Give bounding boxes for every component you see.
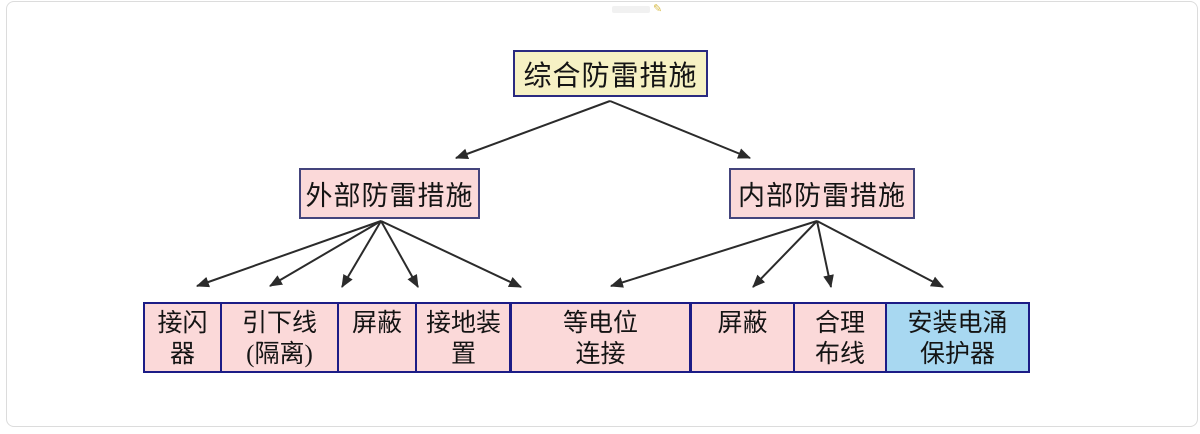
node-internal-measures: 内部防雷措施	[729, 168, 915, 219]
watermark-smudge	[612, 5, 650, 13]
node-reasonable-wiring: 合理 布线	[793, 302, 887, 373]
node-surge-protector: 安装电涌 保护器	[885, 302, 1030, 373]
watermark: ✎	[612, 2, 663, 15]
pencil-icon: ✎	[653, 2, 663, 15]
node-air-terminal: 接闪 器	[143, 302, 222, 373]
node-grounding-device: 接地装 置	[415, 302, 512, 373]
node-external-measures: 外部防雷措施	[299, 168, 480, 219]
node-shielding-internal: 屏蔽	[690, 302, 795, 373]
node-root: 综合防雷措施	[513, 50, 708, 97]
node-shielding-external: 屏蔽	[337, 302, 417, 373]
node-down-conductor: 引下线 (隔离)	[220, 302, 339, 373]
node-equipotential-bonding: 等电位 连接	[509, 302, 692, 373]
